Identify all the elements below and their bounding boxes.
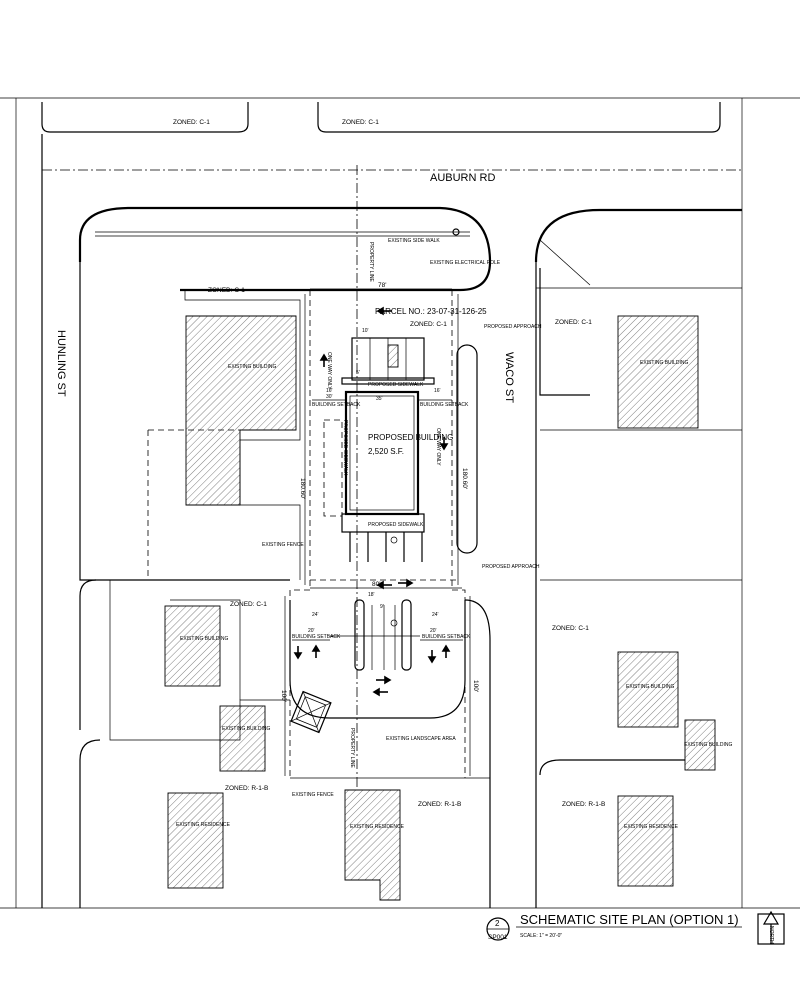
dim-18: 18' xyxy=(368,592,375,598)
label-proposed-sidewalk-north: PROPOSED SIDEWALK xyxy=(368,382,424,388)
label-existing-building-4: EXISTING BUILDING xyxy=(640,360,688,366)
dim-20-right: 20' xyxy=(430,628,437,634)
north-arrow-icon xyxy=(757,910,785,945)
label-existing-pole: EXISTING ELECTRICAL POLE xyxy=(430,260,501,266)
label-existing-fence-1: EXISTING FENCE xyxy=(262,542,304,548)
label-existing-fence-2: EXISTING FENCE xyxy=(292,792,334,798)
sheet-id: SP001 xyxy=(488,934,508,941)
dim-20-left: 20' xyxy=(308,628,315,634)
label-one-way-1: ONE WAY ONLY xyxy=(326,352,332,390)
zone-top-left: ZONED: C-1 xyxy=(173,119,210,126)
label-proposed-building: PROPOSED BUILDING xyxy=(368,433,453,442)
dim-top: 78' xyxy=(378,282,386,289)
label-setback-3: BUILDING SETBACK xyxy=(292,634,341,640)
dim-mid: 80' xyxy=(372,581,380,588)
parking-south xyxy=(349,532,423,562)
hunling-street-lines xyxy=(41,134,290,908)
zone-se-residential: ZONED: R-1-B xyxy=(562,801,605,808)
top-curbs xyxy=(41,102,721,133)
dim-right-upper: 180.60' xyxy=(461,468,468,489)
label-setback-2: BUILDING SETBACK xyxy=(420,402,469,408)
dim-35: 35' xyxy=(376,396,383,402)
dim-right-lower: 100' xyxy=(472,680,479,692)
street-auburn: AUBURN RD xyxy=(430,172,495,184)
parking-north xyxy=(341,337,435,385)
label-existing-side-walk: EXISTING SIDE WALK xyxy=(388,238,440,244)
sheet-border xyxy=(0,97,800,909)
zone-west-upper: ZONED: C-1 xyxy=(208,287,245,294)
dimension-lines xyxy=(284,288,471,776)
dim-30: 30' xyxy=(326,394,333,400)
dim-5: 5' xyxy=(356,370,360,376)
electrical-pole xyxy=(452,228,460,236)
text-layer: AUBURN RD HUNLING ST WACO ST ZONED: C-1 … xyxy=(55,119,774,944)
zone-east-mid: ZONED: C-1 xyxy=(552,625,589,632)
label-parcel: PARCEL NO.: 23-07-31-126-25 xyxy=(375,307,487,316)
auburn-curb xyxy=(78,206,492,292)
title-block-graphics xyxy=(486,917,742,941)
north-label: NORTH xyxy=(768,926,774,944)
drawing-title: SCHEMATIC SITE PLAN (OPTION 1) xyxy=(520,912,739,927)
label-existing-building-6: EXISTING BUILDING xyxy=(684,742,732,748)
label-existing-residence-3: EXISTING RESIDENCE xyxy=(624,824,679,830)
zone-west-mid: ZONED: C-1 xyxy=(230,601,267,608)
label-existing-building-3: EXISTING BUILDING xyxy=(222,726,270,732)
zone-top-right: ZONED: C-1 xyxy=(342,119,379,126)
dim-24-right: 24' xyxy=(432,612,439,618)
label-proposed-sidewalk-south: PROPOSED SIDEWALK xyxy=(368,522,424,528)
traffic-arrows xyxy=(293,306,451,697)
label-existing-residence-1: EXISTING RESIDENCE xyxy=(176,822,231,828)
dim-24-left: 24' xyxy=(312,612,319,618)
label-property-line-south: PROPERTY LINE xyxy=(349,728,355,768)
existing-buildings xyxy=(164,315,716,901)
street-waco: WACO ST xyxy=(503,352,515,403)
dim-16-left: 16' xyxy=(326,388,333,394)
label-existing-building-2: EXISTING BUILDING xyxy=(180,636,228,642)
zone-sw-residential: ZONED: R-1-B xyxy=(225,785,268,792)
label-proposed-building-area: 2,520 S.F. xyxy=(368,447,404,456)
label-setback-4: BUILDING SETBACK xyxy=(422,634,471,640)
zone-s-residential: ZONED: R-1-B xyxy=(418,801,461,808)
dim-9: 9' xyxy=(380,604,384,610)
dim-left-upper: 180.60' xyxy=(299,478,306,499)
label-existing-building-1: EXISTING BUILDING xyxy=(228,364,276,370)
dim-10: 10' xyxy=(362,328,369,334)
label-existing-building-5: EXISTING BUILDING xyxy=(626,684,674,690)
proposed-building xyxy=(323,390,425,533)
label-existing-residence-2: EXISTING RESIDENCE xyxy=(350,824,405,830)
sheet-number: 2 xyxy=(495,919,500,928)
waco-east-curb xyxy=(534,208,742,263)
dumpster-enclosure xyxy=(290,690,332,734)
drawing-scale: SCALE: 1" = 20'-0" xyxy=(520,933,562,939)
street-hunling: HUNLING ST xyxy=(55,330,67,397)
label-proposed-approach-south: PROPOSED APPROACH xyxy=(482,564,540,570)
zone-site: ZONED: C-1 xyxy=(410,321,447,328)
label-existing-landscape: EXISTING LANDSCAPE AREA xyxy=(386,736,456,742)
dim-16-right: 16' xyxy=(434,388,441,394)
dim-left-lower: 100' xyxy=(280,690,287,702)
label-property-line-north: PROPERTY LINE xyxy=(368,242,374,282)
label-proposed-sidewalk-west: PROPOSED SIDEWALK xyxy=(342,420,348,476)
label-setback-1: BUILDING SETBACK xyxy=(312,402,361,408)
label-one-way-2: ONE WAY ONLY xyxy=(435,428,441,466)
label-proposed-approach-north: PROPOSED APPROACH xyxy=(484,324,542,330)
zone-east-upper: ZONED: C-1 xyxy=(555,319,592,326)
lower-parking-lot xyxy=(289,599,466,719)
